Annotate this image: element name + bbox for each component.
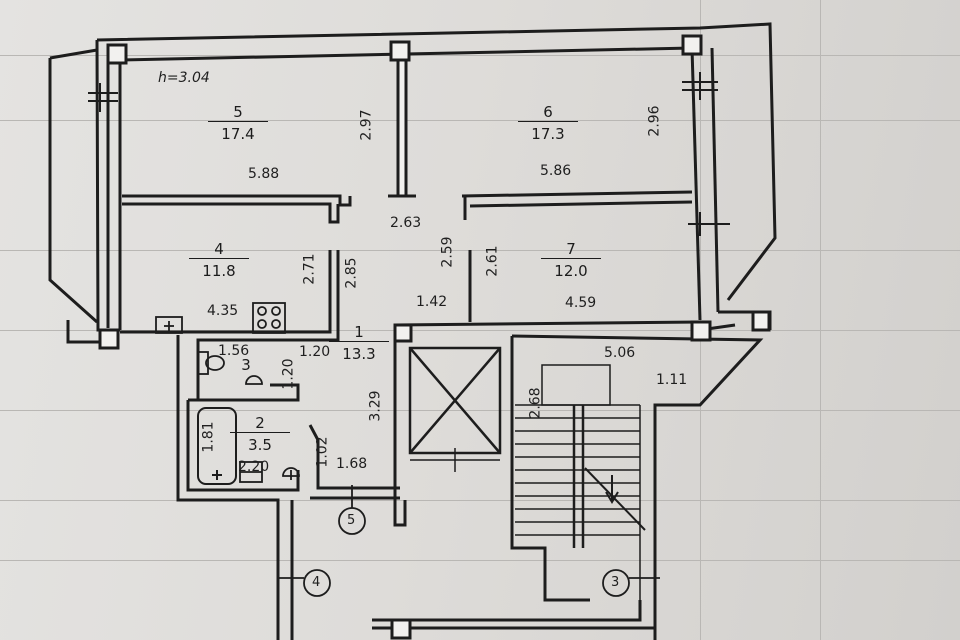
washbasin-fixture [245,375,300,480]
dim-1-42: 1.42 [416,294,448,310]
room-7-number: 7 [566,240,576,258]
paper-grid-line [0,410,960,411]
riser-marker-4-label: 4 [312,575,321,590]
dim-1-81: 1.81 [200,421,217,453]
dim-3-29: 3.29 [367,390,384,422]
bathtub-fixture [197,407,237,485]
riser-marker-5-label: 5 [347,513,356,528]
dim-2-97: 2.97 [358,109,375,141]
elevator-shaft [408,346,502,472]
room-5-area: 17.4 [208,121,268,143]
dim-5-06: 5.06 [604,345,636,361]
ceiling-height-label: h=3.04 [158,70,210,86]
room-4-area: 11.8 [189,258,249,280]
room-4-number: 4 [214,240,224,258]
dim-1-20-top: 1.20 [299,344,331,360]
dim-2-96: 2.96 [646,105,663,137]
paper-grid-line [700,0,701,640]
partition-walls [120,50,764,640]
dim-2-85: 2.85 [343,257,360,289]
window-marks [88,72,730,236]
dim-1-20-side: 1.20 [280,358,297,390]
room-2-number: 2 [255,414,265,432]
dim-2-20: 2.20 [238,459,270,475]
dim-2-71: 2.71 [301,253,318,285]
room-7-area: 12.0 [541,258,601,280]
dim-4-59: 4.59 [565,295,597,311]
paper-grid-line [0,560,960,561]
paper-grid-line [0,500,960,501]
dim-1-56: 1.56 [218,343,250,359]
paper-grid-line [0,250,960,251]
dim-1-68: 1.68 [336,456,368,472]
dim-1-11: 1.11 [656,372,688,388]
paper-grid-line [820,0,821,640]
dim-5-86: 5.86 [540,163,572,179]
dim-2-63: 2.63 [390,215,422,231]
dim-4-35: 4.35 [207,303,239,319]
columns [98,34,771,640]
room-1-area: 13.3 [329,341,389,363]
stove-fixture [252,302,286,334]
room-3-number: 3 [241,356,251,374]
dim-2-68: 2.68 [527,387,544,419]
room-5-number: 5 [233,103,243,121]
dim-1-02: 1.02 [314,436,331,468]
paper-grid-line [0,330,960,331]
dim-5-88: 5.88 [248,166,280,182]
dim-2-61: 2.61 [484,245,501,277]
sink-fixture [155,316,183,334]
room-6-area: 17.3 [518,121,578,143]
outer-walls [48,22,777,344]
paper-grid-line [0,120,960,121]
washing-machine-fixture [239,461,263,483]
paper-grid-line [0,55,960,56]
room-1-number: 1 [354,323,364,341]
dim-2-59: 2.59 [439,236,456,268]
room-2-area: 3.5 [230,432,290,454]
room-6-number: 6 [543,103,553,121]
riser-markers [278,485,660,597]
riser-marker-3-label: 3 [611,575,620,590]
staircase [515,364,646,600]
toilet-fixture [197,351,225,375]
